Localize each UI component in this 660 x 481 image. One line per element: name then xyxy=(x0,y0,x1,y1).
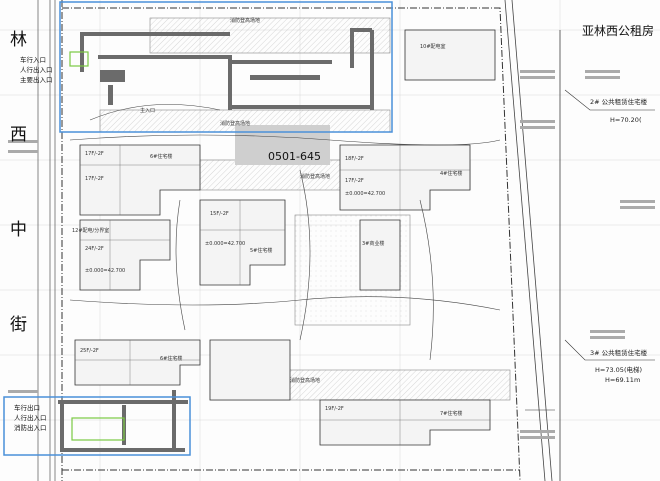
h-right-2: H=73.05(电梯) xyxy=(595,365,642,374)
fire-site-label-2: 消防登高场地 xyxy=(220,120,250,127)
b7-label: 7#住宅楼 xyxy=(440,410,462,417)
street-char-1: 林 xyxy=(10,30,27,50)
floors-label-e: 24F/-2F xyxy=(85,246,104,252)
zero-elev-2: ±0.000=42.700 xyxy=(85,268,125,274)
fire-site-label-1: 消防登高场地 xyxy=(230,17,260,24)
b4-label: 4#住宅楼 xyxy=(440,170,462,177)
floors-label-g: 25F/-2F xyxy=(80,348,99,354)
garage-walls-top xyxy=(80,28,374,110)
entry-bottom-line-2: 人行出入口 xyxy=(14,413,47,422)
b6-label: 6#住宅楼 xyxy=(150,153,172,160)
coordinate-marks xyxy=(8,70,655,439)
main-entrance-label: 主入口 xyxy=(140,107,155,114)
b6-label-2: 6#住宅楼 xyxy=(160,355,182,362)
fire-site-label-4: 消防登高场地 xyxy=(290,377,320,384)
project-title: 亚林西公租房 xyxy=(582,23,654,38)
floors-label-c: 18F/-2F xyxy=(345,156,364,162)
garage-walls-bottom xyxy=(58,390,188,452)
entry-top-line-1: 车行入口 xyxy=(20,55,46,64)
fire-site-label-3: 消防登高场地 xyxy=(300,173,330,180)
east-road-edges xyxy=(504,0,561,481)
entry-marker-top xyxy=(69,51,89,67)
b3-right-label: 3# 公共租赁住宅楼 xyxy=(590,348,648,357)
h-right-3: H=69.11m xyxy=(605,376,640,384)
street-char-2: 西 xyxy=(10,125,27,145)
west-road-edges xyxy=(37,0,56,481)
street-char-4: 街 xyxy=(10,315,27,335)
street-char-3: 中 xyxy=(10,220,27,240)
floors-label-d: 17F/-2F xyxy=(345,178,364,184)
dist-room-label: 10#配电室 xyxy=(420,43,446,50)
entry-top-line-3: 主要出入口 xyxy=(20,75,53,84)
building-footprints xyxy=(74,29,496,446)
leader-lines xyxy=(525,89,655,411)
floors-label-b: 17F/-2F xyxy=(85,176,104,182)
floors-label-f: 15F/-2F xyxy=(210,211,229,217)
entry-bottom-line-3: 消防出入口 xyxy=(14,423,47,432)
zero-elev-3: ±0.000=42.700 xyxy=(345,191,385,197)
b12-label: 12#配电/分界室 xyxy=(72,227,109,234)
floors-label-h: 19F/-2F xyxy=(325,406,344,412)
entry-top-line-2: 人行出入口 xyxy=(20,65,53,74)
h-right-1: H=70.20( xyxy=(610,116,642,124)
entry-marker-bottom xyxy=(71,417,125,441)
zero-elev-1: ±0.000=42.700 xyxy=(205,241,245,247)
highlight-top-garage xyxy=(59,1,393,133)
highlight-bottom-exit xyxy=(3,396,191,456)
b5-label: 5#住宅楼 xyxy=(250,247,272,254)
b3-label: 3#商业楼 xyxy=(362,240,384,247)
site-id: 0501-645 xyxy=(268,150,321,163)
internal-roads xyxy=(69,104,501,361)
building-internal-lines xyxy=(75,145,490,445)
floors-label-a: 17F/-2F xyxy=(85,151,104,157)
b2-right-label: 2# 公共租赁住宅楼 xyxy=(590,97,648,106)
entry-bottom-line-1: 车行出口 xyxy=(14,403,40,412)
